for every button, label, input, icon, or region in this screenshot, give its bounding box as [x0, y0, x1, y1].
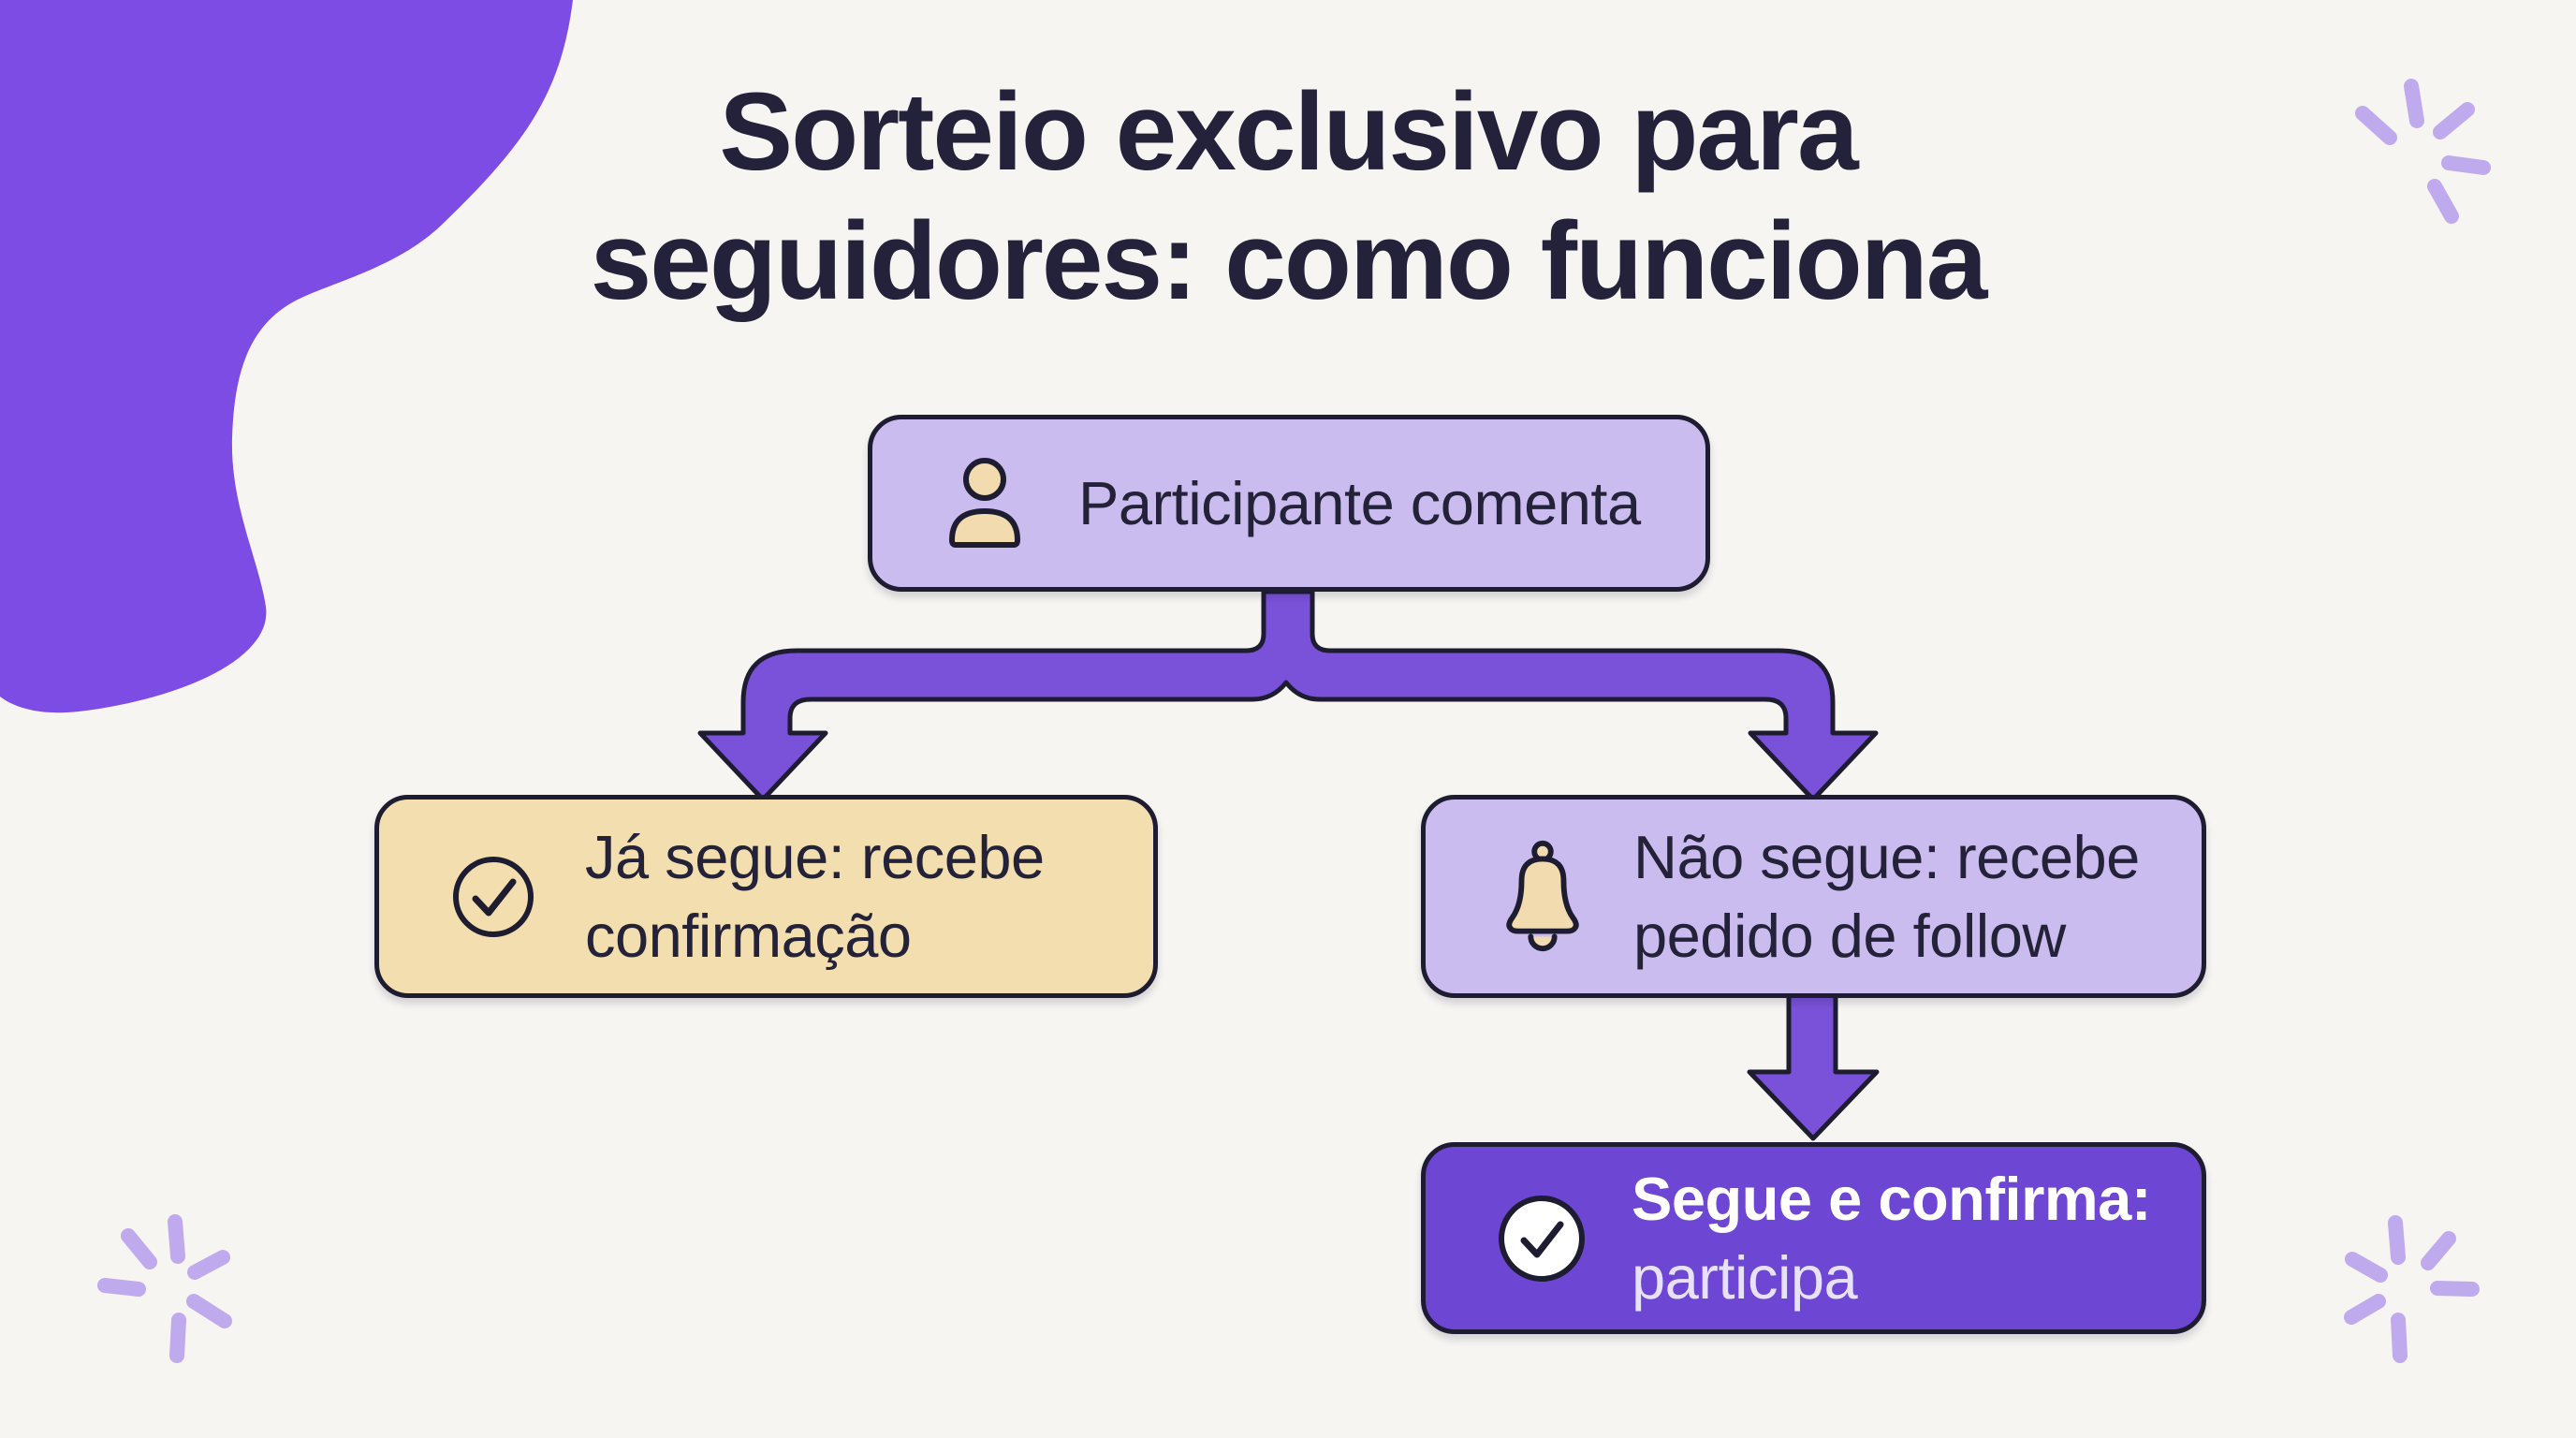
flow-node-not-following: Não segue: recebe pedido de follow [1421, 795, 2206, 998]
flow-node-result-label: Segue e confirma: participa [1632, 1165, 2151, 1312]
flow-node-already-follows: Já segue: recebe confirmação [374, 795, 1158, 998]
check-circle-filled-icon [1499, 1195, 1585, 1282]
down-arrow [1747, 992, 1880, 1141]
flow-node-result: Segue e confirma: participa [1421, 1142, 2206, 1334]
check-circle-icon [453, 856, 534, 937]
person-icon [949, 457, 1020, 548]
corner-blob-shape [0, 0, 573, 713]
sparkle-bottom-left-icon [97, 1214, 232, 1363]
page-title-line1: Sorteio exclusivo para [719, 70, 1858, 194]
page-title: Sorteio exclusivo para seguidores: como … [0, 67, 2576, 326]
sparkle-top-right-icon [2355, 79, 2491, 224]
flow-node-start-label: Participante comenta [1078, 468, 1641, 537]
fork-arrow [697, 589, 1879, 802]
bell-icon [1506, 840, 1579, 952]
flow-node-not-following-label: Não segue: recebe pedido de follow [1633, 823, 2140, 970]
flow-node-already-follows-label: Já segue: recebe confirmação [585, 823, 1045, 970]
flow-node-start: Participante comenta [868, 415, 1710, 592]
sparkle-bottom-right-icon [2344, 1215, 2480, 1363]
page-title-line2: seguidores: como funciona [590, 199, 1988, 324]
